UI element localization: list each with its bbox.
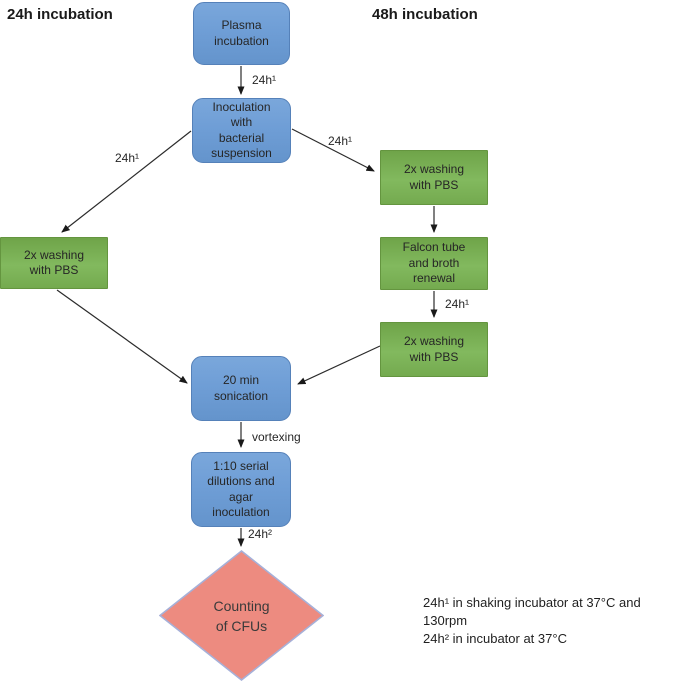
- node-plasma-incubation-label: Plasma incubation: [214, 18, 269, 48]
- arrow-wash-left-to-sonication: [56, 289, 188, 384]
- edge-label-inoculation-to-wash-left: 24h¹: [115, 151, 140, 165]
- node-counting-cfus: Counting of CFUs: [159, 550, 324, 681]
- node-wash-right-2-label: 2x washing with PBS: [403, 334, 465, 364]
- node-sonication-label: 20 min sonication: [213, 373, 269, 403]
- node-wash-left: 2x washing with PBS: [0, 237, 108, 289]
- footnotes: 24h¹ in shaking incubator at 37°C and 13…: [423, 595, 641, 646]
- node-wash-left-label: 2x washing with PBS: [23, 247, 85, 278]
- node-serial-dilutions-label: 1:10 serial dilutions and agar inoculati…: [207, 458, 275, 520]
- edge-label-dilutions-to-counting: 24h²: [248, 527, 273, 541]
- heading-48h-incubation: 48h incubation: [372, 6, 478, 23]
- edge-label-plasma-to-inoculation: 24h¹: [252, 73, 277, 87]
- node-wash-right-1-label: 2x washing with PBS: [403, 162, 465, 192]
- diamond-shape: [159, 550, 324, 681]
- arrow-inoculation-to-wash-left: [61, 130, 192, 233]
- node-plasma-incubation: Plasma incubation: [193, 2, 290, 65]
- edge-label-falcon-to-wash-right-2: 24h¹: [445, 297, 470, 311]
- node-falcon-tube: Falcon tube and broth renewal: [380, 237, 488, 290]
- node-wash-right-2: 2x washing with PBS: [380, 322, 488, 377]
- arrow-wash-right-2-to-sonication: [297, 345, 381, 385]
- node-inoculation-label: Inoculation with bacterial suspension: [211, 99, 272, 161]
- node-falcon-tube-label: Falcon tube and broth renewal: [402, 240, 466, 286]
- edge-label-inoculation-to-wash-right: 24h¹: [328, 134, 353, 148]
- node-wash-right-1: 2x washing with PBS: [380, 150, 488, 205]
- heading-24h-incubation: 24h incubation: [7, 6, 113, 23]
- node-inoculation: Inoculation with bacterial suspension: [192, 98, 291, 163]
- node-sonication: 20 min sonication: [191, 356, 291, 421]
- node-counting-cfus-label: Counting of CFUs: [213, 597, 270, 634]
- node-serial-dilutions: 1:10 serial dilutions and agar inoculati…: [191, 452, 291, 527]
- edge-label-vortexing: vortexing: [252, 430, 301, 444]
